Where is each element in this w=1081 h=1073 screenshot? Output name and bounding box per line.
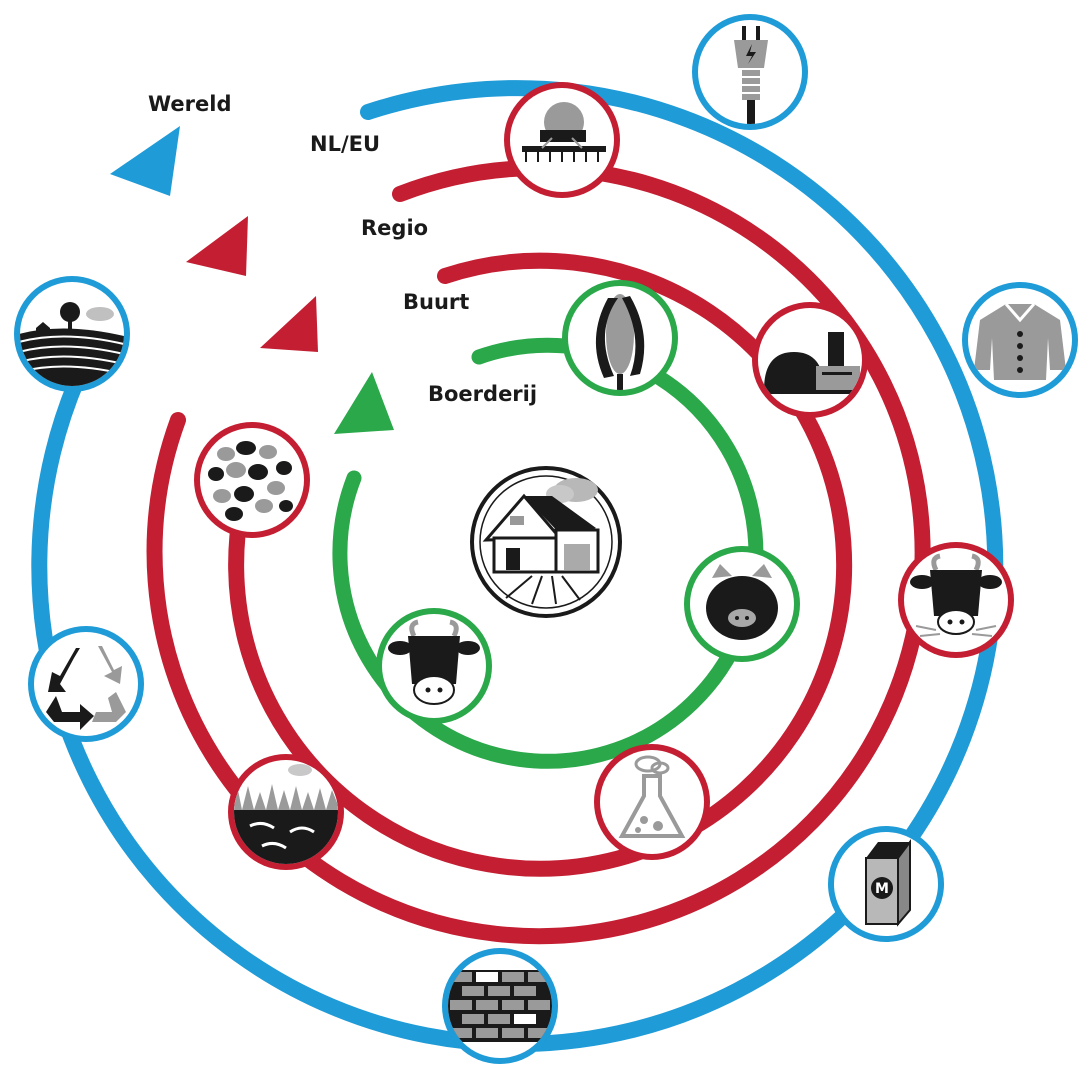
pellets-icon (194, 422, 310, 538)
regio-ring (146, 160, 931, 945)
manure-spreader-icon (504, 82, 620, 198)
bricks-icon (442, 948, 558, 1064)
regio-arrowhead (186, 216, 248, 276)
recycle-icon (28, 626, 144, 742)
dairy-cow-icon (898, 542, 1014, 658)
buurt-arrowhead (260, 296, 318, 352)
electric-plug-icon (692, 14, 808, 130)
farm-house-icon (470, 466, 622, 618)
boerderij-arrowhead (334, 372, 394, 434)
wereld-arrowhead (110, 126, 180, 196)
flask-icon (594, 744, 710, 860)
corn-cob-icon (562, 280, 678, 396)
coat-icon (962, 282, 1078, 398)
label-nl-eu: NL/EU (310, 132, 381, 156)
landscape-icon (14, 276, 130, 392)
cow-icon (376, 608, 492, 724)
label-wereld: Wereld (148, 92, 232, 116)
biogas-plant-icon (752, 302, 868, 418)
pig-icon (684, 546, 800, 662)
soil-grass-icon (228, 754, 344, 870)
label-regio: Regio (361, 216, 429, 240)
buurt-ring (228, 252, 853, 877)
label-buurt: Buurt (403, 290, 470, 314)
milk-carton-icon: M (828, 826, 944, 942)
nl-eu-ring (31, 80, 1004, 1053)
milk-carton-letter: M (875, 881, 889, 897)
label-boerderij: Boerderij (428, 382, 538, 406)
